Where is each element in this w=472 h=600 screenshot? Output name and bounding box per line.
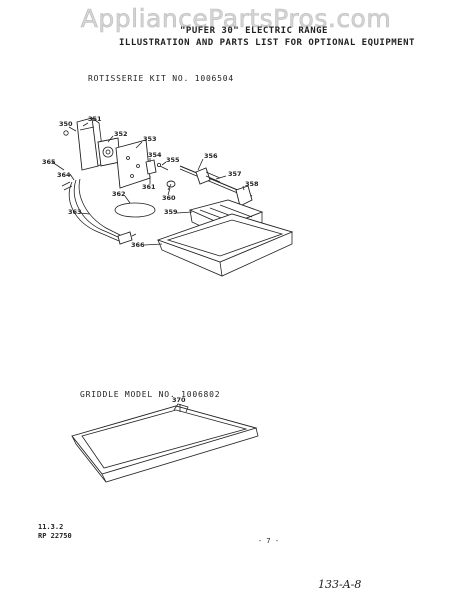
spit-handle-part [235, 185, 253, 207]
callout-358: 358 [245, 180, 259, 188]
griddle-model-title: GRIDDLE MODEL NO. 1006802 [80, 390, 221, 399]
watermark: AppliancePartsPros.com [80, 4, 392, 34]
callout-365: 365 [42, 158, 56, 166]
griddle-part [71, 403, 259, 483]
page-number: - 7 - [258, 537, 280, 545]
callout-359: 359 [164, 208, 178, 216]
callout-364: 364 [57, 171, 71, 179]
catalog-code: 11.3.2 [38, 523, 64, 531]
callout-354: 354 [148, 151, 162, 159]
cord-coil-part [114, 202, 156, 218]
screw-part [156, 162, 169, 171]
rotisserie-kit-title: ROTISSERIE KIT NO. 1006504 [88, 74, 235, 83]
callout-360: 360 [162, 194, 176, 202]
callout-362: 362 [112, 190, 126, 198]
callout-366: 366 [131, 241, 145, 249]
callout-357: 357 [228, 170, 242, 178]
catalog-part-number: RP 22750 [38, 532, 72, 540]
callout-370: 370 [172, 396, 186, 404]
callout-353: 353 [143, 135, 157, 143]
handwritten-note: 133-A-8 [318, 578, 362, 591]
callout-363: 363 [68, 208, 82, 216]
wire-harness-part [61, 178, 137, 245]
callout-351: 351 [88, 115, 102, 123]
drip-pan-part [156, 213, 294, 277]
callout-leaders [51, 122, 245, 412]
page-title: "PUFER 30" ELECTRIC RANGE [180, 26, 328, 36]
callout-350: 350 [59, 120, 73, 128]
callout-355: 355 [166, 156, 180, 164]
callout-352: 352 [114, 130, 128, 138]
motor-bracket-part [63, 117, 105, 171]
callout-361: 361 [142, 183, 156, 191]
page-subtitle: ILLUSTRATION AND PARTS LIST FOR OPTIONAL… [119, 38, 415, 48]
spit-fork-part [195, 167, 221, 185]
clip-part [145, 159, 157, 175]
callout-356: 356 [204, 152, 218, 160]
mounting-plate-part [115, 139, 151, 189]
knob-part [166, 180, 176, 191]
